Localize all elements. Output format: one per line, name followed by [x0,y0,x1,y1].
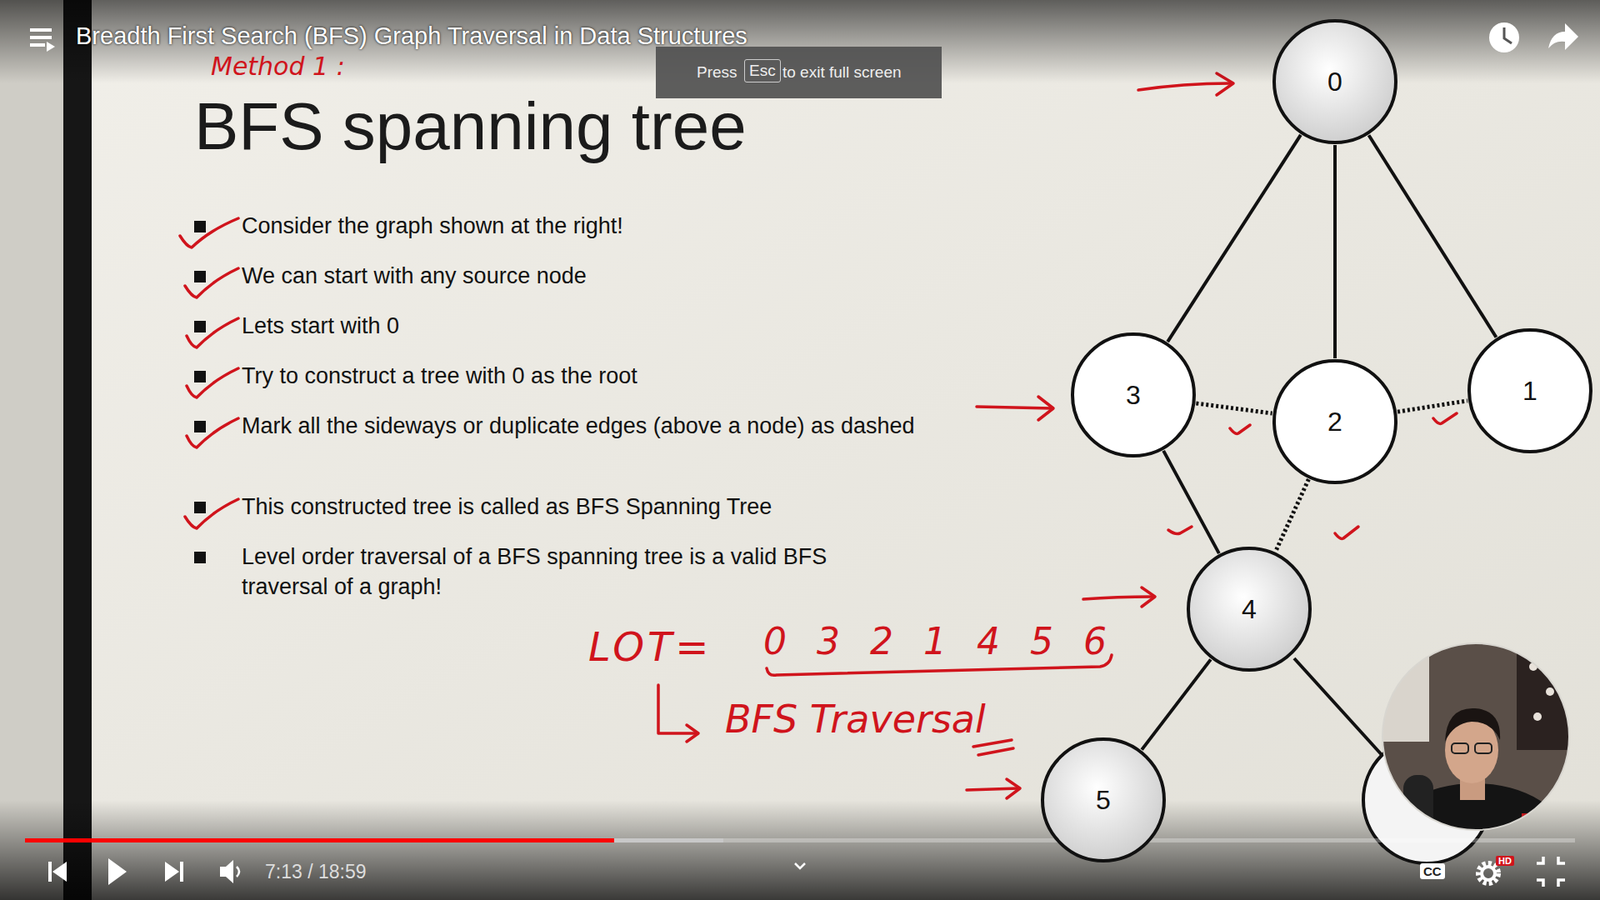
check-mark [1433,413,1457,424]
tree-edge [1335,145,1336,359]
handwritten-note: 0 3 2 1 4 5 6 [763,620,1107,663]
dashed-edge [1397,400,1468,412]
bullet-text: Consider the graph shown at the right! [241,210,917,241]
progress-buffer [25,838,724,843]
graph-node: 0 [1271,18,1399,145]
share-icon [1548,23,1579,50]
volume-icon [220,860,234,884]
previous-icon [48,861,67,882]
progress-played [25,838,615,843]
tree-edge [1141,659,1211,750]
dashed-edge [1195,403,1272,414]
bullet-text: Mark all the sideways or duplicate edges… [241,410,917,441]
node-label: 1 [1522,375,1538,407]
pointer-arrow [1083,596,1154,600]
slide-margin [0,0,64,900]
bullet-text: Lets start with 0 [241,310,917,341]
check-mark [1230,425,1250,434]
bullet-text: Level order traversal of a BFS spanning … [241,541,917,602]
hint-text: to exit full screen [782,63,902,82]
video-title: Breadth First Search (BFS) Graph Travers… [75,22,748,50]
slide-title: BFS spanning tree [194,88,747,165]
check-mark [186,368,239,398]
play-icon [108,858,127,885]
pointer-arrow [1141,587,1155,607]
check-mark [186,418,239,448]
graph-node: 4 [1185,545,1313,673]
dashed-edge [1275,479,1310,552]
volume-icon [236,866,240,877]
tree-edge [1369,135,1497,337]
chevron-icon [795,863,805,869]
check-mark [1168,526,1192,535]
graph-node: 1 [1466,327,1594,455]
check-mark [1335,526,1359,539]
node-label: 2 [1327,406,1343,438]
time-display: 7:13 / 18:59 [265,860,367,884]
clock-icon [1489,22,1520,53]
pointer-arrow [976,406,1052,409]
key-cap: Esc [744,59,781,83]
pointer-arrow [966,788,1019,790]
check-mark [186,318,239,348]
handwritten-note: LOT= [588,623,713,670]
exit-fullscreen-icon [1536,856,1565,887]
node-label: 3 [1125,380,1141,411]
double-underline [978,748,1014,755]
webcam-border [1382,643,1570,830]
bullet-text: Try to construct a tree with 0 as the ro… [241,360,917,391]
graph-node: 2 [1271,358,1399,485]
tree-edge [1167,135,1301,342]
pointer-arrow [1138,83,1230,90]
progress-track [25,838,1575,843]
handwritten-note: BFS Traversal [725,696,986,742]
pointer-arrow [1038,396,1054,420]
bullet-text: We can start with any source node [241,260,917,291]
slide-bar [63,0,92,900]
bottom-gradient [0,800,1600,900]
hook-arrow [686,725,699,742]
tree-edge [1163,450,1220,554]
check-mark [180,218,239,248]
hd-badge: HD [1495,855,1515,866]
check-mark [185,499,239,529]
bullet-text: This constructed tree is called as BFS S… [241,491,917,522]
hook-arrow [658,685,697,734]
hint-text: Press [696,63,738,82]
graph-node: 5 [1040,736,1167,864]
next-icon [165,861,184,882]
graph-node: 3 [1070,331,1197,459]
settings-icon [1478,863,1499,884]
node-label: 5 [1095,785,1111,816]
webcam-overlay [1375,633,1584,900]
node-label: 0 [1327,66,1343,98]
check-mark [185,268,239,298]
handwritten-note: Method 1 : [210,51,345,81]
node-label: 4 [1241,594,1257,625]
cc-button: CC [1420,863,1445,880]
playlist-icon [30,28,55,52]
pointer-arrow [1006,779,1020,799]
